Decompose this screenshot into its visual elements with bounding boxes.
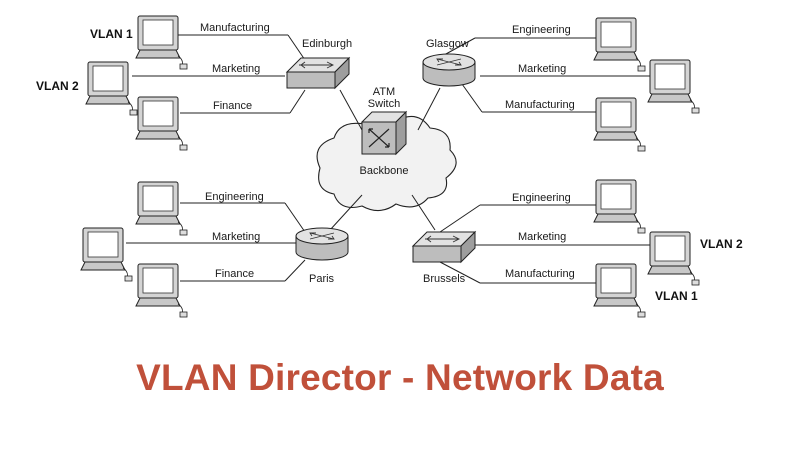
vlan1-label-edinburgh: VLAN 1 xyxy=(90,27,133,41)
glasgow-pc-engineering xyxy=(593,17,646,72)
atm-label-line2: Switch xyxy=(368,98,400,110)
edinburgh-link-manufacturing: Manufacturing xyxy=(200,22,270,34)
edinburgh-link-marketing: Marketing xyxy=(212,63,260,75)
paris-pc-marketing xyxy=(80,227,133,282)
paris-router xyxy=(295,227,349,261)
brussels-pc-manufacturing xyxy=(593,263,646,318)
edinburgh-link-finance: Finance xyxy=(213,100,252,112)
brussels-link-marketing: Marketing xyxy=(518,231,566,243)
paris-link-finance: Finance xyxy=(215,268,254,280)
glasgow-link-manufacturing: Manufacturing xyxy=(505,99,575,111)
paris-link-engineering: Engineering xyxy=(205,191,264,203)
page-caption: VLAN Director - Network Data xyxy=(136,357,664,398)
glasgow-router xyxy=(422,53,476,87)
edinburgh-pc-marketing xyxy=(85,61,138,116)
atm-switch xyxy=(360,110,408,156)
edinburgh-switch xyxy=(286,57,350,89)
glasgow-pc-manufacturing xyxy=(593,97,646,152)
vlan2-label-brussels: VLAN 2 xyxy=(700,237,743,251)
backbone-cloud xyxy=(316,115,457,212)
vlan2-label-edinburgh: VLAN 2 xyxy=(36,79,79,93)
glasgow-label: Glasgow xyxy=(426,38,469,50)
edinburgh-pc-finance xyxy=(135,96,188,151)
brussels-link-manufacturing: Manufacturing xyxy=(505,268,575,280)
brussels-switch xyxy=(412,231,476,263)
atm-label-line1: ATM xyxy=(373,86,395,98)
backbone-label: Backbone xyxy=(360,165,409,177)
brussels-pc-engineering xyxy=(593,179,646,234)
brussels-label: Brussels xyxy=(423,273,466,285)
edinburgh-label: Edinburgh xyxy=(302,38,352,50)
wires xyxy=(126,34,655,284)
edinburgh-pc-manufacturing xyxy=(135,15,188,70)
paris-pc-engineering xyxy=(135,181,188,236)
glasgow-link-engineering: Engineering xyxy=(512,24,571,36)
brussels-pc-marketing xyxy=(647,231,700,286)
glasgow-link-marketing: Marketing xyxy=(518,63,566,75)
paris-label: Paris xyxy=(309,273,335,285)
brussels-link-engineering: Engineering xyxy=(512,192,571,204)
glasgow-pc-marketing xyxy=(647,59,700,114)
vlan1-label-brussels: VLAN 1 xyxy=(655,289,698,303)
paris-link-marketing: Marketing xyxy=(212,231,260,243)
paris-pc-finance xyxy=(135,263,188,318)
network-diagram: ATM Switch Backbone Edinburgh Manufactur… xyxy=(36,15,743,318)
